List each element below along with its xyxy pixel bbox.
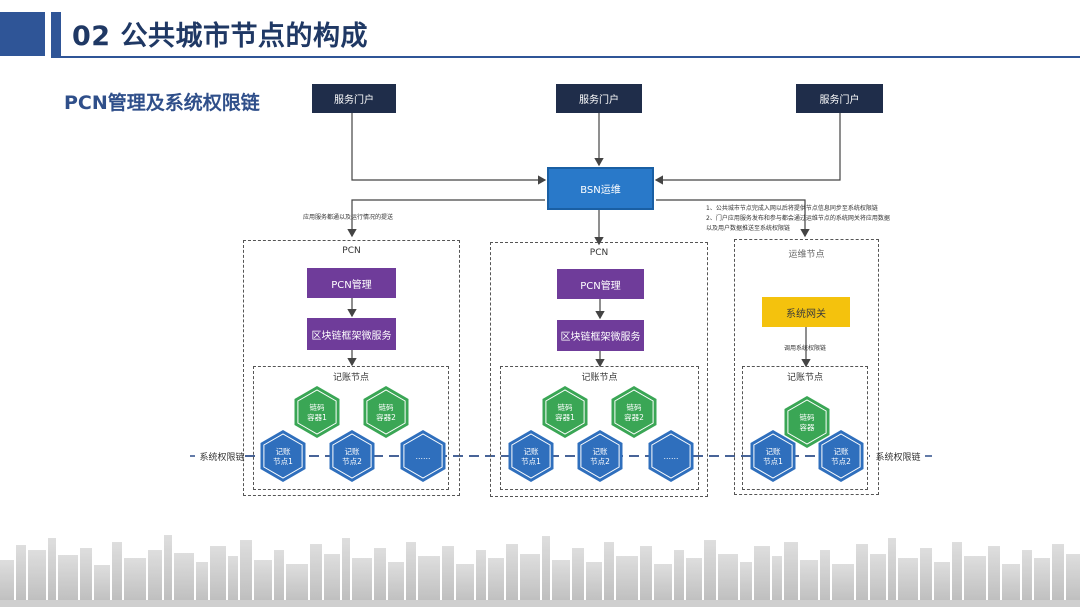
connector-portal3-bsn xyxy=(654,113,841,185)
pcn-management-box-1: PCN管理 xyxy=(307,268,396,298)
title-underline xyxy=(51,56,1080,58)
pcn-container-2 xyxy=(490,242,708,497)
ledger-title-1: 记账节点 xyxy=(332,373,369,383)
pcn-label-1: PCN xyxy=(342,246,361,256)
call-chain-label: 调用系统权限链 xyxy=(784,345,827,352)
ops-node-label: 运维节点 xyxy=(788,250,825,260)
title-accent-bar xyxy=(51,12,61,56)
ledger-title-2: 记账节点 xyxy=(581,373,618,383)
pcn-management-box-2: PCN管理 xyxy=(557,269,644,299)
ledger-container-1 xyxy=(253,366,449,490)
city-skyline-decoration xyxy=(0,535,1080,607)
portal-box-1: 服务门户 xyxy=(312,84,396,113)
section-title: PCN管理及系统权限链 xyxy=(64,92,260,114)
page-title: 02 公共城市节点的构成 xyxy=(72,21,368,52)
ops-node-container xyxy=(734,239,879,495)
ledger-container-ops xyxy=(742,366,868,490)
blockchain-framework-box-1: 区块链框架微服务 xyxy=(307,318,396,350)
portal-box-2: 服务门户 xyxy=(556,84,642,113)
ledger-container-2 xyxy=(500,366,699,490)
pcn-label-2: PCN xyxy=(589,248,609,258)
blockchain-framework-box-2: 区块链框架微服务 xyxy=(557,320,644,351)
chain-label-right: 系统权限链 xyxy=(875,453,921,463)
title-accent-block xyxy=(0,12,45,56)
connector-portal1-bsn xyxy=(351,113,547,185)
ledger-title-ops: 记账节点 xyxy=(786,373,823,383)
system-gateway-box: 系统网关 xyxy=(762,297,850,327)
chain-label-left: 系统权限链 xyxy=(199,453,245,463)
left-note: 应用服务都通以及运行情况的提送 xyxy=(303,214,394,221)
pcn-container-1 xyxy=(243,240,460,496)
right-note-3: 以及用户数据推送至系统权限链 xyxy=(706,225,791,232)
connector-bsn-pcn1 xyxy=(347,199,545,238)
portal-box-3: 服务门户 xyxy=(796,84,883,113)
right-note-1: 1、公共城市节点完成入网以后将提供节点信息同步至系统权限链 xyxy=(706,205,878,212)
connector-bsn-ops xyxy=(656,199,810,238)
bsn-ops-box: BSN运维 xyxy=(547,167,654,210)
right-note-2: 2、门户应用服务发布和参与都会通过运维节点的系统网关将应用数据 xyxy=(706,215,890,222)
